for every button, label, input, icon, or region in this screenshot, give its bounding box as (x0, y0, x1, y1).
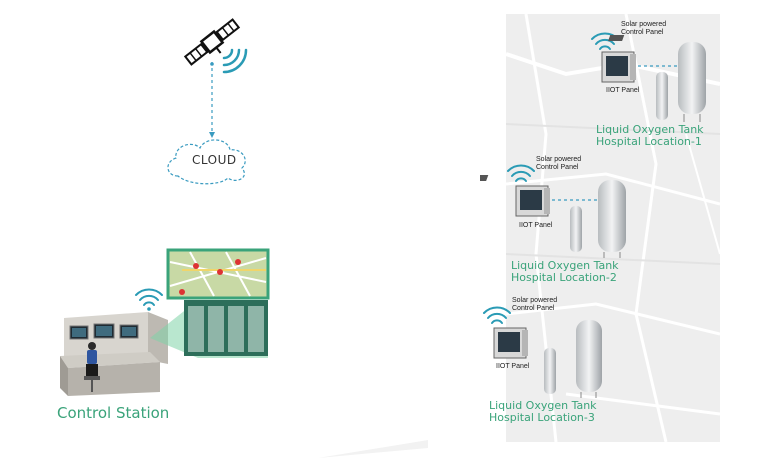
oxygen-tank-icon (544, 320, 602, 398)
sites-graphics (480, 32, 706, 398)
site-1-graphics (591, 32, 706, 122)
wifi-icon (135, 288, 163, 311)
decorative-wedge (318, 440, 428, 458)
map-screen-icon (166, 248, 270, 300)
site-2-panel-label: IIOT Panel (519, 222, 553, 229)
cloud-label: CLOUD (192, 153, 237, 167)
site-1-panel-label: IIOT Panel (606, 87, 640, 94)
cloud-icon (167, 139, 246, 185)
oxygen-tank-icon (570, 180, 626, 258)
wifi-icon (507, 164, 535, 182)
wifi-icon (483, 306, 511, 324)
solar-panel-icon (480, 175, 489, 181)
satellite-signal-icon (222, 48, 248, 74)
iiot-panel-icon (515, 185, 550, 217)
iiot-panel-icon (601, 51, 636, 83)
site-3-panel-label: IIOT Panel (496, 363, 530, 370)
iiot-panel-icon (493, 327, 528, 359)
oxygen-tank-icon (656, 42, 706, 122)
control-station-illustration (60, 312, 168, 396)
site-3-graphics (483, 306, 602, 398)
control-cabinets-icon (184, 300, 268, 356)
left-diagram-graphics (60, 18, 270, 396)
control-station-label: Control Station (57, 404, 170, 422)
solar-panel-icon (608, 35, 625, 41)
satellite-icon (183, 18, 241, 66)
site-2-graphics (480, 164, 626, 258)
